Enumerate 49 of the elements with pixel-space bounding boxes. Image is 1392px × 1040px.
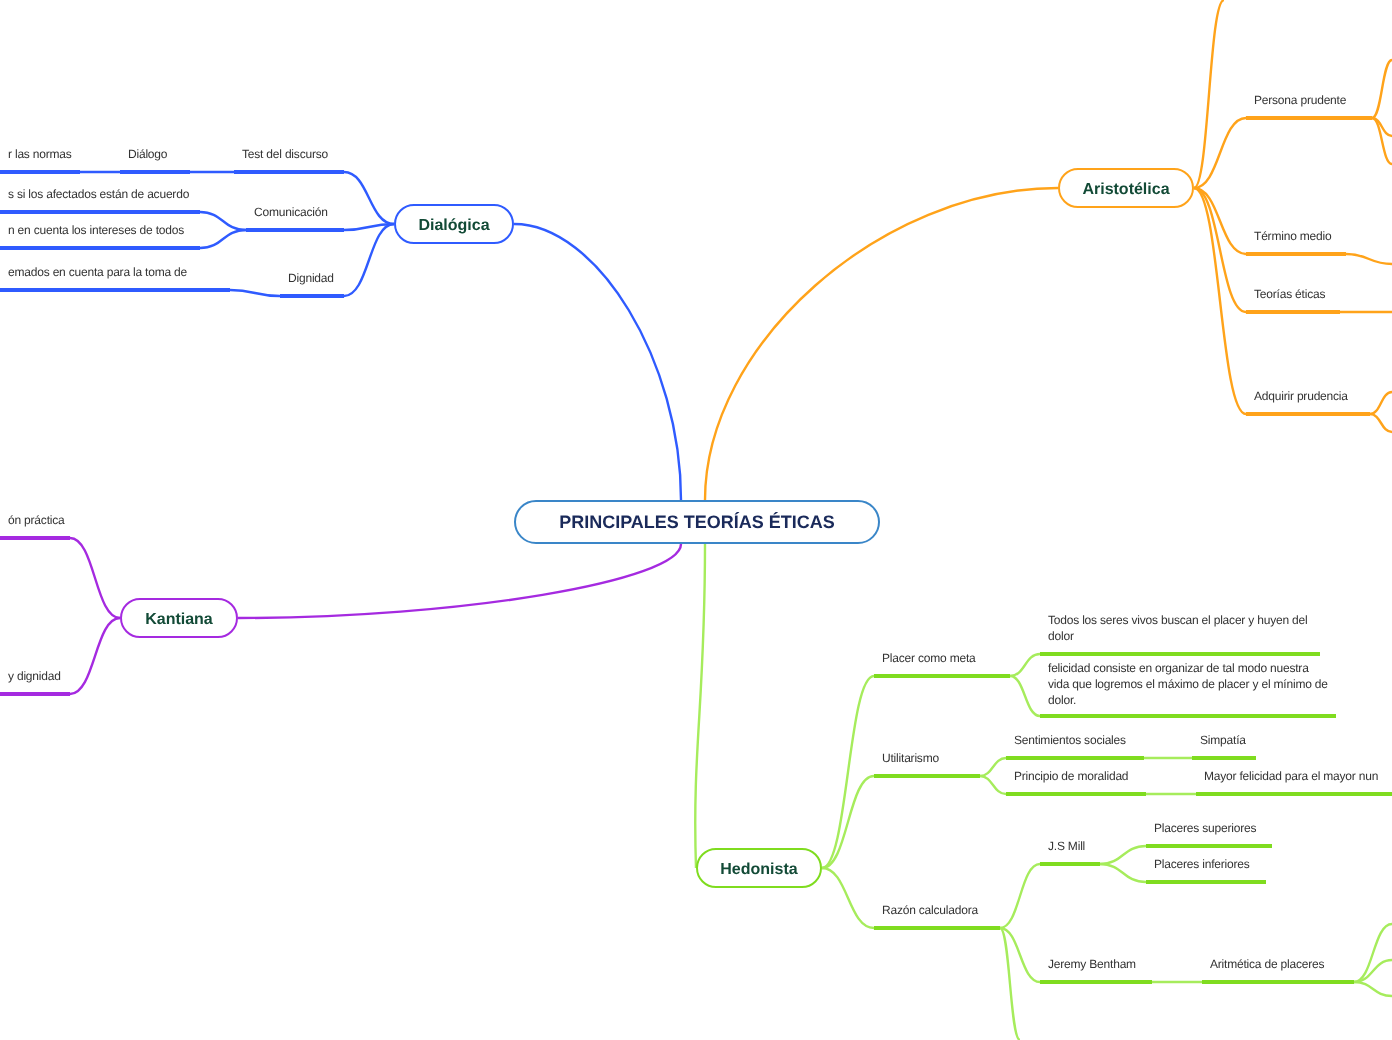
connector — [1099, 862, 1147, 884]
connector — [343, 222, 395, 232]
connector — [199, 228, 247, 250]
connector — [1353, 958, 1392, 984]
connector — [1193, 0, 1225, 189]
connector — [1152, 980, 1202, 984]
main-topic: Kantiana — [120, 598, 238, 638]
connector — [694, 544, 707, 869]
connector — [238, 543, 683, 620]
connector — [821, 774, 875, 870]
connector — [513, 222, 683, 501]
connector — [1144, 756, 1192, 760]
main-topic: Aristotélica — [1058, 168, 1194, 208]
connector — [199, 210, 247, 232]
connector — [1369, 390, 1392, 416]
connector — [1371, 116, 1392, 138]
connector — [1193, 116, 1247, 190]
main-topic: Hedonista — [696, 848, 822, 888]
connector — [1371, 58, 1392, 120]
connector — [69, 536, 121, 620]
connector — [1340, 310, 1392, 314]
central-topic: PRINCIPALES TEORÍAS ÉTICAS — [514, 500, 880, 544]
connector — [343, 222, 395, 298]
connector — [979, 774, 1007, 796]
connector — [999, 927, 1021, 1040]
connector — [229, 288, 281, 298]
main-topic: Dialógica — [394, 204, 514, 244]
connector — [1369, 412, 1392, 434]
connector — [821, 675, 875, 869]
connector — [821, 866, 875, 930]
connector — [979, 756, 1007, 778]
connector — [1353, 980, 1392, 998]
connector — [1353, 922, 1392, 984]
connector — [999, 862, 1041, 930]
connector — [1099, 844, 1147, 866]
connector — [1146, 792, 1196, 796]
connector — [1009, 652, 1041, 678]
connector — [1009, 674, 1041, 718]
connector — [190, 170, 234, 174]
connector — [703, 186, 1059, 501]
connector — [999, 926, 1041, 984]
connector — [1193, 187, 1247, 415]
connector — [1345, 252, 1392, 266]
connector — [69, 616, 121, 696]
connector — [343, 170, 395, 226]
connector — [1193, 186, 1247, 314]
connector — [1371, 116, 1392, 166]
connector — [1193, 186, 1247, 256]
connector — [80, 170, 120, 174]
